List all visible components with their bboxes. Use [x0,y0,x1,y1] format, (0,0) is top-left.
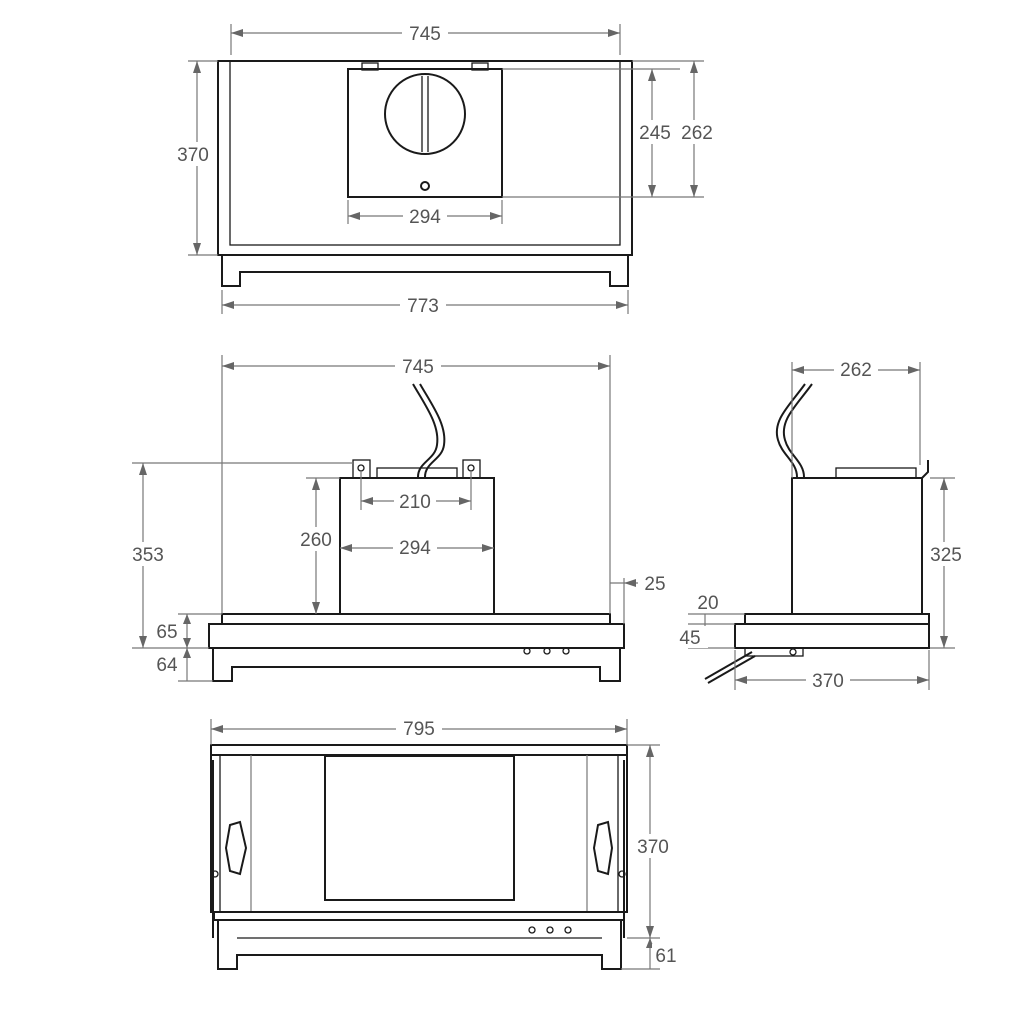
side-view-motor-top-plate [835,467,917,479]
dim-motor-depth-outer: 262 [676,61,718,197]
dim-label: 745 [402,357,434,378]
control-knob-icon[interactable] [562,647,570,655]
dim-label: 325 [930,545,962,566]
side-view-handle[interactable] [707,655,756,684]
dim-label: 745 [409,24,441,45]
control-knob-icon[interactable] [543,647,551,655]
dim-label: 262 [840,360,872,381]
front-view-motor-top-plate [376,467,458,479]
top-view-mount-tab-left [361,62,379,71]
top-view: 745 370 245 262 [172,20,718,318]
bracket-hole-icon [467,464,475,472]
top-view-body-inner [229,60,621,246]
filter-handle-right-icon[interactable] [592,820,614,876]
side-view-bracket [921,460,929,479]
top-view-front-trim [221,255,629,287]
top-view-motor-box [347,68,503,198]
dim-label: 260 [300,530,332,551]
side-view-canopy-top [744,613,930,625]
dim-front-width: 745 [222,353,610,379]
dim-label: 370 [812,671,844,692]
dim-bottom-depth: 370 [632,745,676,938]
dim-label: 294 [409,207,441,228]
dim-label: 25 [644,574,665,595]
dim-bottom-width: 795 [210,716,628,745]
dim-side-height: 325 [924,478,968,648]
dim-label: 353 [132,545,164,566]
side-view-drawer-rail [744,647,804,657]
dim-label: 773 [407,296,439,317]
dim-label: 795 [403,719,435,740]
control-knob-icon[interactable] [564,926,572,934]
dim-top-trim-width: 773 [221,290,629,318]
side-view-handle[interactable] [704,651,753,680]
power-cable [412,383,439,478]
dim-side-canopy-step: 20 [692,591,724,624]
bottom-view-drawer [217,920,622,970]
control-knob-icon[interactable] [528,926,536,934]
side-view-rail-pin [789,648,797,656]
front-view-drawer [212,648,621,682]
bottom-view-rear-edge [210,744,628,756]
dim-side-canopy-height: 45 [674,624,708,649]
dim-label: 294 [399,538,431,559]
front-view-canopy [208,623,625,649]
dim-label: 245 [639,123,671,144]
side-view: 262 325 20 45 370 [674,357,968,692]
grease-filter-panel [324,755,515,901]
dim-label: 262 [681,123,713,144]
dim-side-offset: 25 [610,571,670,624]
side-view-motor-housing [791,477,923,615]
dim-front-motor-height: 260 [295,478,337,614]
control-knob-icon[interactable] [546,926,554,934]
dim-top-motor-width: 294 [347,200,503,228]
dim-top-width: 745 [230,20,621,55]
front-view: 745 353 260 210 [127,353,670,682]
side-view-canopy [734,623,930,649]
dim-label: 370 [177,145,209,166]
dim-top-depth: 370 [172,60,218,256]
exhaust-outlet-icon [384,73,466,155]
dim-front-motor-width: 294 [340,535,494,559]
power-cable [419,383,446,478]
dim-label: 370 [637,837,669,858]
dim-label: 45 [679,628,700,649]
dim-front-drawer-height: 64 [151,648,191,681]
bottom-view-body [210,754,628,913]
dim-label: 61 [655,946,676,967]
power-cable [782,383,813,478]
filter-handle-left-icon[interactable] [224,820,248,876]
dim-label: 65 [156,622,177,643]
dim-bottom-drawer-depth: 61 [646,938,682,969]
rail-pin-icon [618,870,626,878]
dim-label: 64 [156,655,178,676]
bottom-view-drawer-lip [213,911,625,921]
dim-motor-depth-inner: 245 [634,69,674,197]
control-knob-icon[interactable] [523,647,531,655]
dim-bracket-spacing: 210 [360,472,472,513]
dim-label: 20 [697,593,718,614]
dim-side-motor-depth: 262 [792,357,920,381]
bracket-hole-icon [357,464,365,472]
dim-front-canopy-height: 65 [151,614,191,648]
rail-pin-icon [211,870,219,878]
bottom-view: 795 370 61 [210,716,682,970]
top-view-mount-tab-right [471,62,489,71]
dim-label: 210 [399,492,431,513]
front-view-canopy-top [221,613,611,625]
top-view-screw-icon [420,181,430,191]
dim-front-total-height: 353 [127,463,171,648]
dim-side-depth: 370 [735,667,929,692]
